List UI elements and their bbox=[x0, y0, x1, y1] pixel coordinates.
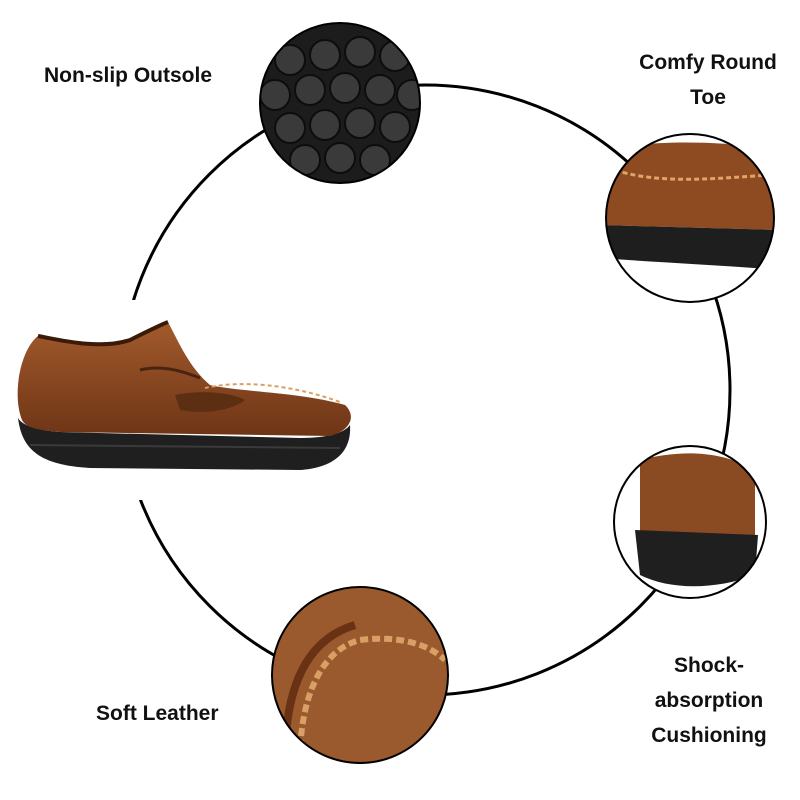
label-shock-absorption: Shock- absorption Cushioning bbox=[636, 648, 782, 753]
label-soft-leather-text: Soft Leather bbox=[96, 702, 219, 725]
outsole-detail bbox=[259, 22, 421, 184]
label-shock-line1: Shock- bbox=[673, 654, 744, 677]
label-outsole-text: Non-slip Outsole bbox=[44, 64, 212, 87]
label-soft-leather: Soft Leather bbox=[96, 696, 219, 731]
label-round-toe-line2: Toe bbox=[690, 86, 726, 109]
label-outsole: Non-slip Outsole bbox=[44, 58, 212, 93]
leather-detail bbox=[271, 586, 449, 764]
label-round-toe-line1: Comfy Round bbox=[639, 51, 777, 74]
heel-detail bbox=[613, 445, 767, 599]
label-shock-line3: Cushioning bbox=[651, 724, 767, 747]
toe-detail bbox=[605, 133, 775, 303]
label-round-toe: Comfy Round Toe bbox=[620, 45, 796, 115]
shoe-sole bbox=[18, 418, 351, 470]
shoe-image bbox=[17, 320, 351, 470]
shoe-upper bbox=[17, 322, 351, 436]
label-shock-line2: absorption bbox=[654, 689, 764, 712]
